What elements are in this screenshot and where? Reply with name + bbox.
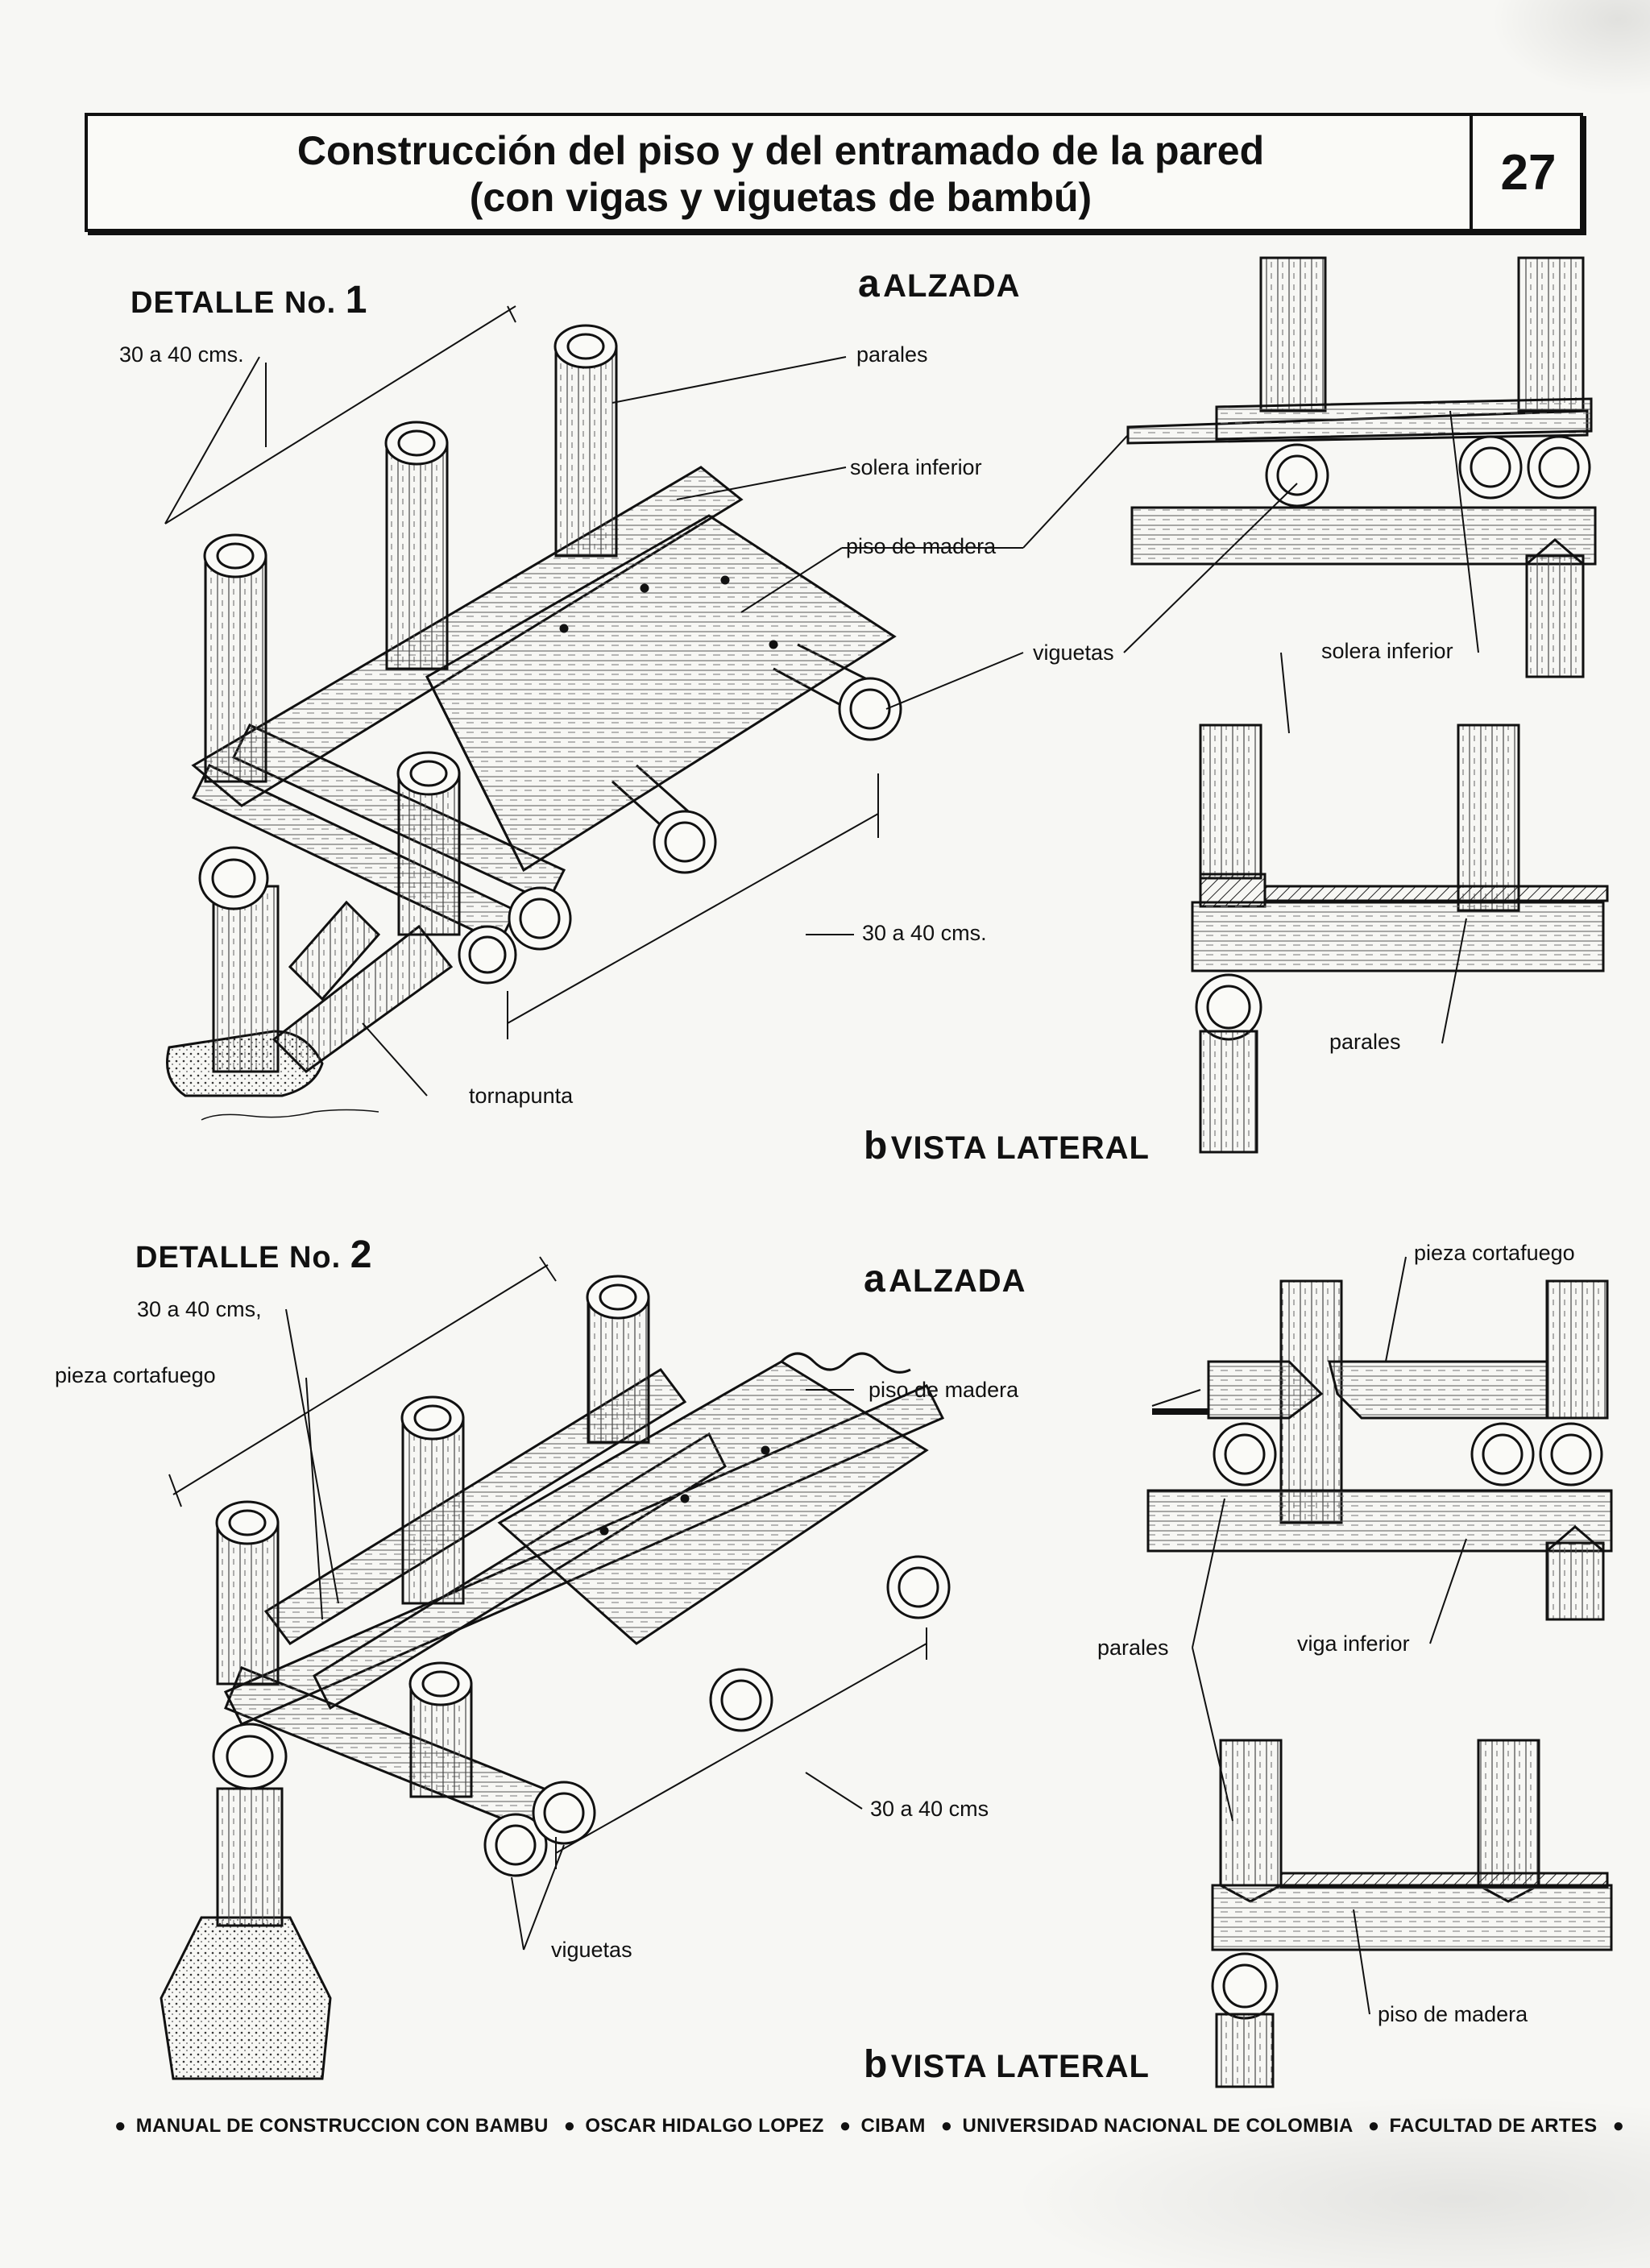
detail1-number: 1 bbox=[345, 279, 368, 321]
footer-item-faculty: FACULTAD DE ARTES bbox=[1389, 2115, 1598, 2137]
detail2-isometric-drawing bbox=[160, 1256, 951, 2080]
detail1-alzada-name: ALZADA bbox=[883, 268, 1021, 304]
footer-item-cibam: CIBAM bbox=[860, 2115, 926, 2137]
page-footer: ● MANUAL DE CONSTRUCCION CON BAMBU ● OSCAR… bbox=[105, 2115, 1624, 2137]
bullet-icon: ● bbox=[940, 2115, 953, 2137]
detail2-lateral-heading: b VISTA LATERAL bbox=[864, 2042, 1150, 2087]
bullet-icon: ● bbox=[1612, 2115, 1625, 2137]
footer-item-manual: MANUAL DE CONSTRUCCION CON BAMBU bbox=[135, 2115, 549, 2137]
detail1-alzada-letter: a bbox=[858, 263, 880, 305]
detail1-label-viguetas: viguetas bbox=[1033, 641, 1114, 665]
detail2-label-cortafuego-left: pieza cortafuego bbox=[55, 1363, 216, 1387]
detail2-label-viga: viga inferior bbox=[1297, 1632, 1410, 1656]
bullet-icon: ● bbox=[114, 2115, 126, 2137]
detail2-alzada-heading: a ALZADA bbox=[864, 1257, 1026, 1301]
detail1-label-spacing-top: 30 a 40 cms. bbox=[119, 342, 244, 367]
detail1-alzada-heading: a ALZADA bbox=[858, 262, 1021, 306]
detail1-title: DETALLE No. 1 bbox=[131, 278, 367, 322]
detail2-lateral-name: VISTA LATERAL bbox=[890, 2049, 1150, 2084]
detail1-lateral-name: VISTA LATERAL bbox=[890, 1130, 1150, 1166]
detail1-lateral-drawing bbox=[1191, 724, 1609, 1154]
detail2-alzada-letter: a bbox=[864, 1258, 885, 1300]
detail2-label-piso: piso de madera bbox=[869, 1378, 1019, 1402]
detail2-label-parales: parales bbox=[1097, 1636, 1169, 1660]
detail1-label-spacing-bottom: 30 a 40 cms. bbox=[862, 921, 987, 945]
detail2-lateral-drawing bbox=[1211, 1739, 1613, 2088]
page-title-line-1: Construcción del piso y del entramado de… bbox=[296, 128, 1265, 173]
detail1-isometric-drawing bbox=[164, 305, 902, 1121]
detail2-lateral-letter: b bbox=[864, 2043, 888, 2086]
detail1-label-parales-right: parales bbox=[1329, 1030, 1401, 1054]
detail2-label-spacing-bottom: 30 a 40 cms bbox=[870, 1797, 989, 1821]
detail1-label-piso: piso de madera bbox=[846, 534, 997, 558]
detail2-alzada-name: ALZADA bbox=[889, 1263, 1026, 1299]
page-header: Construcción del piso y del entramado de… bbox=[85, 113, 1583, 232]
detail2-alzada-drawing bbox=[1146, 1279, 1613, 1621]
paper-grain-corner bbox=[1490, 0, 1650, 97]
detail1-lateral-heading: b VISTA LATERAL bbox=[864, 1124, 1150, 1168]
detail2-label-cortafuego-right: pieza cortafuego bbox=[1414, 1241, 1575, 1265]
paper-grain bbox=[1007, 2095, 1650, 2268]
leader-lines bbox=[164, 356, 1479, 2015]
detail2-number: 2 bbox=[350, 1234, 373, 1276]
page-title: Construcción del piso y del entramado de… bbox=[88, 127, 1474, 221]
detail1-alzada-drawing bbox=[1126, 256, 1597, 678]
page-title-line-2: (con vigas y viguetas de bambú) bbox=[469, 175, 1092, 220]
bullet-icon: ● bbox=[1367, 2115, 1380, 2137]
detail2-label-spacing-top: 30 a 40 cms, bbox=[137, 1297, 262, 1321]
footer-item-university: UNIVERSIDAD NACIONAL DE COLOMBIA bbox=[962, 2115, 1353, 2137]
detail2-title: DETALLE No. 2 bbox=[135, 1233, 372, 1277]
detail1-title-text: DETALLE No. bbox=[131, 286, 337, 320]
bullet-icon: ● bbox=[563, 2115, 576, 2137]
page-number: 27 bbox=[1500, 144, 1557, 201]
detail2-label-viguetas: viguetas bbox=[551, 1938, 632, 1962]
detail2-title-text: DETALLE No. bbox=[135, 1241, 342, 1275]
detail2-label-piso-right: piso de madera bbox=[1378, 2002, 1528, 2026]
detail1-lateral-letter: b bbox=[864, 1125, 888, 1167]
detail1-label-tornapunta: tornapunta bbox=[469, 1084, 574, 1108]
detail1-label-solera: solera inferior bbox=[850, 455, 982, 479]
header-divider bbox=[1470, 116, 1473, 229]
footer-item-author: OSCAR HIDALGO LOPEZ bbox=[585, 2115, 824, 2137]
detail1-label-solera-right: solera inferior bbox=[1321, 639, 1453, 663]
bullet-icon: ● bbox=[839, 2115, 852, 2137]
detail1-label-parales: parales bbox=[856, 342, 928, 367]
